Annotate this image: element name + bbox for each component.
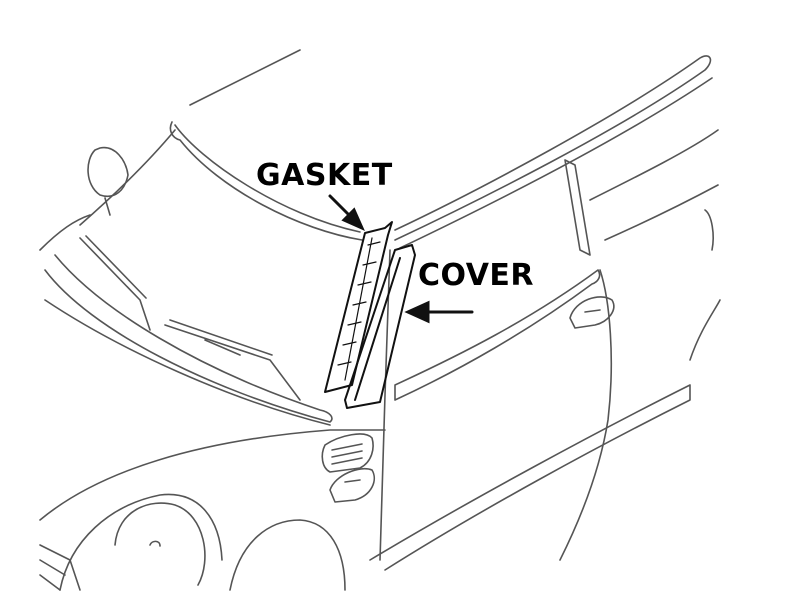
windshield-frame: [79, 121, 363, 241]
side-indicator: [329, 468, 376, 503]
gasket-arrowhead: [341, 207, 365, 231]
wiper-right: [164, 319, 301, 401]
windshield-cowl: [44, 254, 333, 423]
wiper-left: [79, 235, 151, 331]
rear-wheel-arch: [689, 299, 721, 361]
door-handle: [569, 296, 615, 329]
fender-vent: [321, 433, 374, 473]
rear-window-lines: [589, 129, 719, 241]
hood-front-edge: [39, 214, 331, 426]
front-fender: [39, 429, 386, 591]
rear-body-edge: [704, 209, 714, 251]
roof-rail: [399, 77, 713, 249]
door-body-line: [394, 269, 601, 401]
cover-arrowhead: [404, 300, 430, 324]
roof-outline: [174, 49, 712, 241]
b-pillar: [564, 159, 591, 256]
gasket-label: GASKET: [256, 158, 393, 193]
front-door-outline: [379, 249, 613, 561]
gasket-part: [324, 221, 393, 393]
grille-detail: [39, 544, 81, 591]
cover-label: COVER: [418, 258, 535, 293]
front-wheel: [114, 502, 206, 586]
gasket-ribs: [337, 237, 381, 381]
side-mirror: [87, 146, 129, 216]
wheel-arch-front: [229, 519, 346, 591]
rocker-panel: [369, 384, 691, 571]
cover-part: [344, 244, 416, 409]
